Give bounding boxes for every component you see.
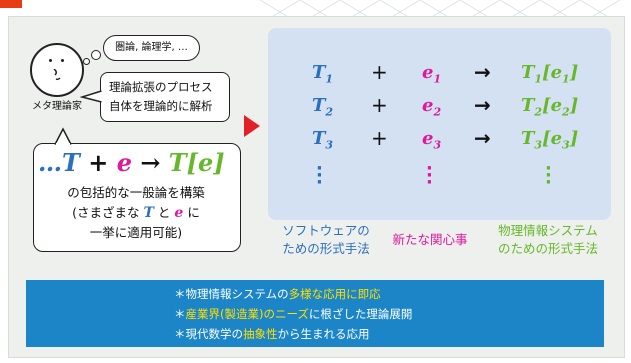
caption-cps-formal-methods: 物理情報システム のための形式手法 xyxy=(486,222,610,258)
thought-dot-large-icon xyxy=(91,50,101,60)
desc-e-symbol: e xyxy=(174,205,184,221)
desc-line-1: の包括的な一般論を構築 xyxy=(67,185,205,200)
caption-right-line-1: 物理情報システム xyxy=(498,223,598,238)
row-1-plus: + xyxy=(371,60,388,84)
thought-bubble: 圏論, 論理学, … xyxy=(103,35,200,61)
row-1-t: T1 xyxy=(312,62,334,86)
meta-theorist-face-icon xyxy=(30,43,84,97)
speech-line-2: 自体を理論的に解析 xyxy=(109,99,213,113)
desc-t-symbol: T xyxy=(143,205,154,221)
row-1-result: T1[e1] xyxy=(521,62,579,86)
row-3-plus: + xyxy=(371,126,388,150)
red-arrow-icon xyxy=(244,115,260,137)
row-1-e: e1 xyxy=(422,62,442,86)
row-2-t: T2 xyxy=(312,95,334,119)
formula-plus: + xyxy=(88,148,109,177)
banner-line-2-highlight: 産業界(製造業)のニーズ xyxy=(185,307,309,321)
banner-line-3-text-b: から生まれる応用 xyxy=(277,327,370,341)
row-2-arrow: → xyxy=(474,93,491,117)
speech-line-1: 理論拡張のプロセス xyxy=(109,80,213,94)
row-2-result: T2[e2] xyxy=(521,95,579,119)
banner-line-3-text-a: 現代数学の xyxy=(185,327,244,341)
bullet-icon: ＊ xyxy=(174,307,186,321)
general-formula: …T + e → T[e] xyxy=(38,148,238,177)
row-3-result: T3[e3] xyxy=(521,128,579,152)
header-tab-marker xyxy=(0,0,22,8)
caption-left-line-1: ソフトウェアの xyxy=(282,223,370,238)
caption-software-formal-methods: ソフトウェアの ための形式手法 xyxy=(271,222,381,258)
result-continuation-dots: ··· xyxy=(545,158,552,193)
caption-right-line-2: のための形式手法 xyxy=(497,241,598,256)
row-2-plus: + xyxy=(371,93,388,117)
thought-dot-small-icon xyxy=(83,58,90,65)
formula-arrow: → xyxy=(140,148,161,177)
desc-line-2: (さまざまな T と e に xyxy=(40,203,232,223)
e-continuation-dots: ··· xyxy=(426,158,433,193)
formula-e: e xyxy=(116,148,132,177)
caption-left-line-2: ための形式手法 xyxy=(282,241,370,256)
bullet-icon: ＊ xyxy=(174,287,186,301)
banner-line-3: ＊現代数学の抽象性から生まれる応用 xyxy=(174,326,370,342)
instances-panel xyxy=(268,28,611,220)
row-3-t: T3 xyxy=(312,128,334,152)
banner-line-2-text: に根ざした理論展開 xyxy=(308,307,413,321)
formula-t: T xyxy=(62,148,80,177)
banner-line-3-highlight: 抽象性 xyxy=(243,327,278,341)
speech-tail-icon xyxy=(80,90,102,103)
speech-bubble: 理論拡張のプロセス 自体を理論的に解析 xyxy=(100,72,230,122)
banner-line-1: ＊物理情報システムの多様な応用に即応 xyxy=(174,286,381,302)
row-2-e: e2 xyxy=(422,95,442,119)
caption-new-concern: 新たな関心事 xyxy=(392,232,468,247)
bullet-icon: ＊ xyxy=(174,327,186,341)
decorative-mesh xyxy=(259,0,621,24)
desc-line-2-part-b: と xyxy=(157,205,171,220)
banner-line-2: ＊産業界(製造業)のニーズに根ざした理論展開 xyxy=(174,306,412,322)
row-3-e: e3 xyxy=(422,128,442,152)
row-1-arrow: → xyxy=(474,60,491,84)
banner-line-1-highlight: 多様な応用に即応 xyxy=(288,287,381,301)
banner-line-1-text: 物理情報システムの xyxy=(185,287,289,301)
row-3-arrow: → xyxy=(474,126,491,150)
summary-banner: ＊物理情報システムの多様な応用に即応 ＊産業界(製造業)のニーズに根ざした理論展… xyxy=(26,280,604,347)
meta-theorist-label: メタ理論家 xyxy=(32,101,82,112)
main-box-tail-icon xyxy=(54,127,72,145)
general-theory-box xyxy=(33,143,241,252)
formula-result: T[e] xyxy=(168,148,225,177)
desc-line-3: 一挙に適用可能) xyxy=(89,225,183,240)
desc-line-2-part-c: に xyxy=(187,205,200,220)
general-theory-description: の包括的な一般論を構築 (さまざまな T と e に 一挙に適用可能) xyxy=(40,183,232,243)
formula-prefix: … xyxy=(38,148,62,177)
t-continuation-dots: ··· xyxy=(316,158,323,193)
desc-line-2-part-a: (さまざまな xyxy=(72,205,140,220)
